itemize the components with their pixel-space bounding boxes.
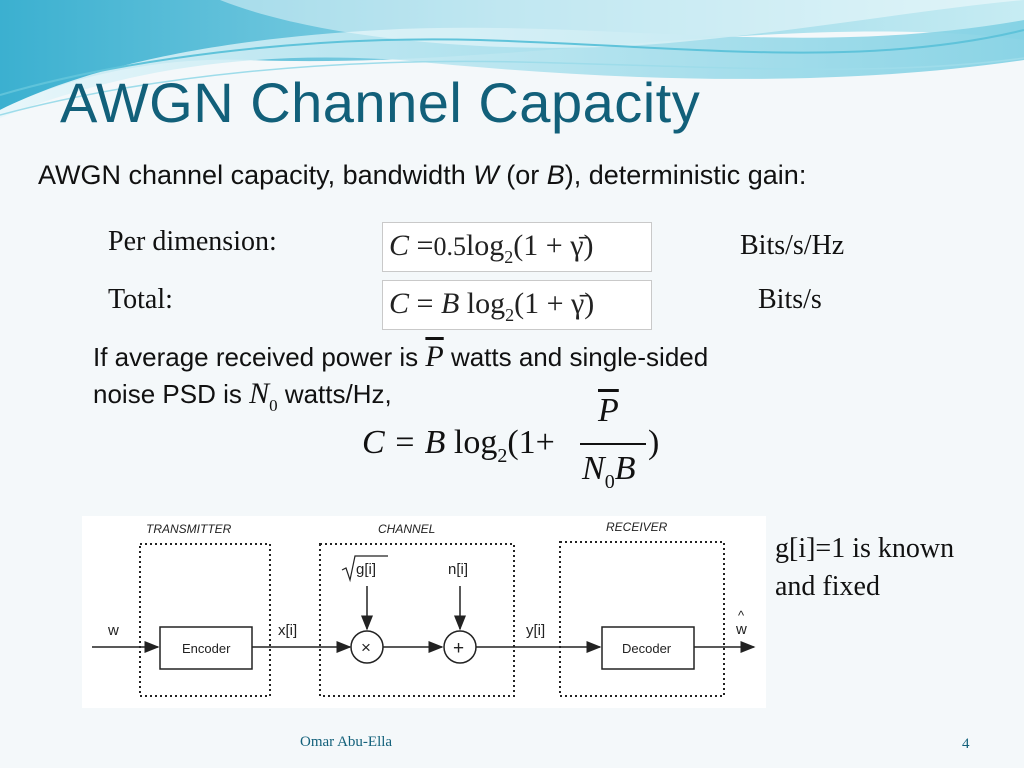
gain-note-line-2: and fixed — [775, 571, 880, 602]
x-signal-label: x[i] — [278, 622, 297, 639]
eq-numerator: P — [598, 392, 619, 429]
subtitle-text-1: AWGN channel capacity, bandwidth — [38, 160, 474, 190]
channel-label: CHANNEL — [378, 522, 435, 536]
gain-label: g[i] — [356, 561, 376, 578]
total-formula-box: C = B log2(1 + γ̄) — [382, 280, 652, 330]
multiplier-symbol: × — [361, 638, 371, 657]
subtitle-text-2: (or — [498, 160, 547, 190]
formula-log: log — [465, 229, 505, 262]
receiver-box — [559, 541, 725, 697]
gain-note-line-1: g[i]=1 is known — [775, 533, 955, 564]
per-dimension-formula-box: C =0.5log2(1 + γ̄) — [382, 222, 652, 272]
formula-eq: = — [416, 287, 434, 320]
noise-symbol: N — [249, 377, 270, 410]
eq-den-B: B — [614, 450, 636, 487]
eq-den-N: N — [582, 450, 605, 487]
per-dimension-label: Per dimension: — [108, 226, 277, 257]
paragraph-text-1a: If average received power is — [93, 342, 426, 372]
eq-open: (1+ — [507, 424, 555, 461]
encoder-block — [159, 626, 253, 670]
formula-C: C — [389, 229, 410, 262]
paragraph-text-1b: watts and single-sided — [443, 342, 709, 372]
fraction-bar — [580, 443, 646, 445]
output-w-label: w — [735, 621, 747, 638]
formula-B: B — [440, 287, 460, 320]
eq-close: ) — [648, 424, 660, 461]
footer-author: Omar Abu-Ella — [300, 734, 393, 750]
formula-C: C — [389, 287, 410, 320]
sqrt-sign — [341, 555, 388, 583]
noise-label: n[i] — [448, 561, 468, 578]
gain-note: g[i]=1 is known and fixed — [775, 530, 995, 606]
eq-log-base: 2 — [497, 445, 508, 467]
y-signal-label: y[i] — [526, 622, 545, 639]
eq-log: log — [445, 424, 498, 461]
decoder-label: Decoder — [622, 641, 672, 656]
subtitle: AWGN channel capacity, bandwidth W (or B… — [38, 160, 806, 191]
total-unit: Bits/s — [758, 284, 822, 315]
transmitter-box — [139, 543, 271, 697]
decoder-block — [601, 626, 695, 670]
formula-coef: 0.5 — [433, 232, 466, 261]
subtitle-B: B — [546, 160, 565, 190]
eq-C: C = — [362, 424, 425, 461]
channel-box — [319, 543, 515, 697]
eq-denominator: N0B — [582, 450, 635, 494]
eq-B: B — [424, 424, 446, 461]
total-formula: C = B log2(1 + γ̄) — [389, 287, 594, 326]
eq-den-sub: 0 — [604, 471, 615, 493]
adder-symbol: + — [453, 638, 464, 659]
paragraph-line-2: noise PSD is N0 watts/Hz, — [93, 377, 392, 416]
formula-log-base: 2 — [505, 305, 515, 325]
transmitter-label: TRANSMITTER — [146, 522, 232, 536]
encoder-label: Encoder — [182, 641, 231, 656]
formula-rest: (1 + γ̄) — [513, 229, 594, 262]
formula-log-base: 2 — [504, 247, 514, 267]
system-block-diagram: TRANSMITTER CHANNEL RECEIVER w Encoder x… — [82, 516, 766, 708]
formula-eq: = — [416, 229, 434, 262]
block-diagram-svg: TRANSMITTER CHANNEL RECEIVER w Encoder x… — [92, 520, 756, 697]
receiver-label: RECEIVER — [606, 520, 668, 534]
power-symbol: P — [425, 340, 444, 373]
paragraph-text-2a: noise PSD is — [93, 379, 250, 409]
subtitle-W: W — [473, 160, 499, 190]
output-hat: ^ — [738, 608, 745, 623]
paragraph-line-1: If average received power is P watts and… — [93, 340, 708, 374]
total-label: Total: — [108, 284, 173, 315]
per-dimension-formula: C =0.5log2(1 + γ̄) — [389, 229, 593, 268]
page-number: 4 — [962, 736, 970, 752]
slide-title: AWGN Channel Capacity — [60, 71, 701, 134]
subtitle-text-3: ), deterministic gain: — [564, 160, 807, 190]
noise-subscript: 0 — [269, 396, 278, 415]
per-dimension-unit: Bits/s/Hz — [740, 230, 845, 261]
paragraph-text-2b: watts/Hz, — [277, 379, 392, 409]
input-w-label: w — [107, 622, 119, 639]
main-equation-lhs: C = B log2(1+ — [362, 424, 555, 468]
formula-rest: (1 + γ̄) — [514, 287, 595, 320]
header-wave-decoration — [0, 0, 1024, 118]
formula-log: log — [466, 287, 506, 320]
